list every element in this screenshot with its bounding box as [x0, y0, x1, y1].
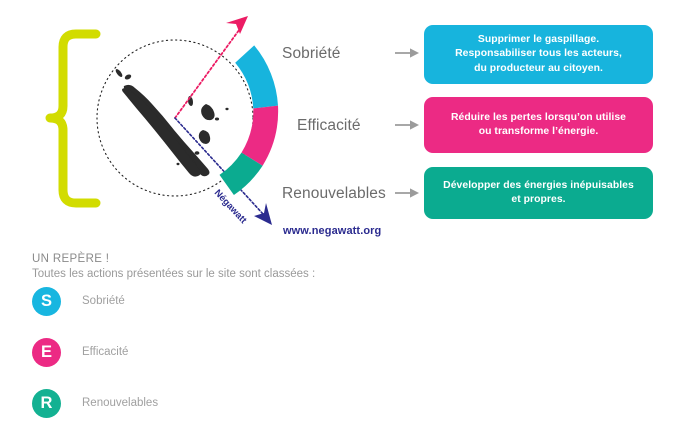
- negawatt-up-arrow-icon: [174, 16, 248, 119]
- right-arrow-icon-renouvelables: [395, 188, 419, 198]
- legend-badge-e: E: [32, 337, 61, 367]
- legend-label-efficacite: Efficacité: [82, 346, 129, 358]
- right-arrow-icon-sobriete: [395, 48, 419, 58]
- legend-label-renouvelables: Renouvelables: [82, 397, 159, 409]
- negawatt-url-link[interactable]: www.negawatt.org: [283, 225, 382, 237]
- right-arrow-icon-efficacite: [395, 120, 419, 130]
- legend-label-sobriete: Sobriété: [82, 295, 125, 307]
- dotted-circle-icon: [96, 39, 254, 197]
- negawatt-down-arrow-icon: [174, 117, 272, 225]
- segment-efficacite: [241, 105, 279, 166]
- negawatt-segments: [219, 45, 279, 195]
- segment-label-sobriete: Sobriété: [282, 45, 341, 62]
- curly-brace-icon: [45, 29, 101, 208]
- segment-renouvelables: [219, 152, 263, 195]
- legend-item-sobriete: S Sobriété: [32, 286, 125, 316]
- legend-badge-s: S: [32, 286, 61, 316]
- legend-title: UN REPÈRE !: [32, 253, 110, 265]
- legend-badge-r: R: [32, 388, 61, 418]
- segment-sobriete: [235, 45, 278, 109]
- legend-item-renouvelables: R Renouvelables: [32, 388, 158, 418]
- negawatt-diagram: Négawatt: [45, 16, 279, 227]
- new-caledonia-map-icon: [115, 69, 229, 177]
- segment-label-efficacite: Efficacité: [297, 117, 361, 134]
- legend-subtitle: Toutes les actions présentées sur le sit…: [32, 268, 316, 280]
- legend-item-efficacite: E Efficacité: [32, 337, 128, 367]
- legend-block: UN REPÈRE ! Toutes les actions présentée…: [32, 252, 452, 418]
- segment-label-renouvelables: Renouvelables: [282, 185, 386, 202]
- callout-sobriete: Supprimer le gaspillage.Responsabiliser …: [424, 25, 653, 84]
